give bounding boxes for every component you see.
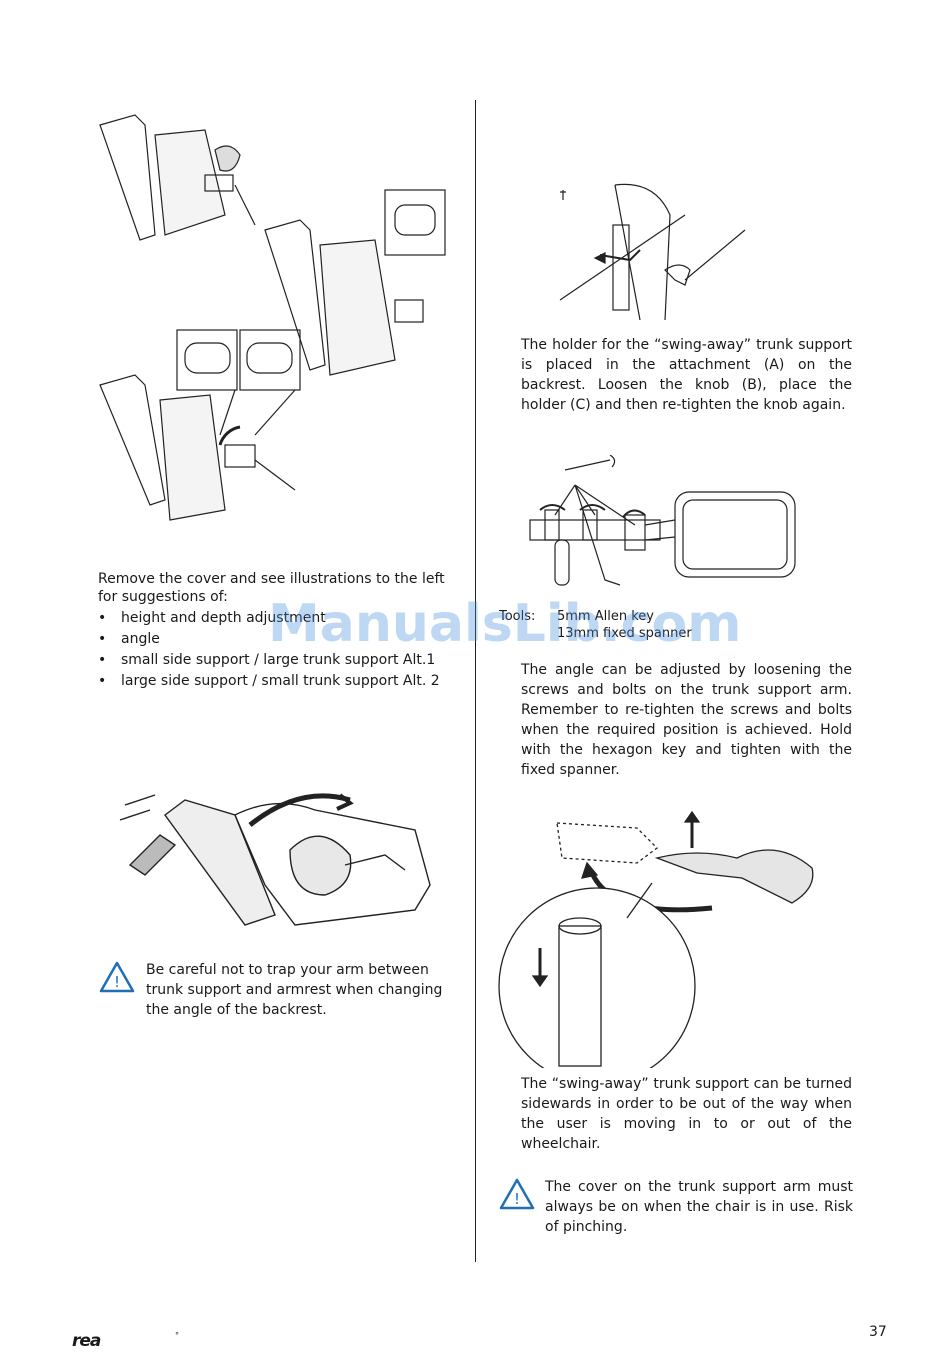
footer-mark: ° — [175, 1331, 179, 1340]
angle-text: The angle can be adjusted by loosening t… — [521, 662, 852, 778]
tools-list: Tools: 5mm Allen key 13mm fixed spanner — [499, 608, 692, 642]
warning-text: Be careful not to trap your arm between … — [146, 962, 443, 1018]
brand-logo: rea — [72, 1331, 101, 1351]
backrest-adjustment-illustration — [95, 105, 455, 525]
arm-trap-warning: ! Be careful not to trap your arm betwee… — [98, 960, 468, 1030]
list-item: small side support / large trunk support… — [98, 650, 468, 671]
list-item: large side support / small trunk support… — [98, 671, 468, 692]
page-number: 37 — [869, 1324, 887, 1340]
watermark: ManualsLib.com — [268, 594, 742, 654]
tools-label: Tools: — [499, 609, 536, 624]
swing-away-illustration — [497, 808, 827, 1068]
adjustment-list: height and depth adjustment angle small … — [98, 608, 468, 692]
holder-attachment-illustration — [555, 180, 755, 325]
angle-adjustment-illustration — [525, 455, 805, 595]
warning-triangle-icon: ! — [99, 961, 135, 993]
tool-item: 5mm Allen key — [557, 609, 654, 624]
holder-text: The holder for the “swing-away” trunk su… — [521, 337, 852, 413]
list-item: angle — [98, 629, 468, 650]
swing-away-text: The “swing-away” trunk support can be tu… — [521, 1076, 852, 1152]
warning-triangle-icon: ! — [499, 1178, 535, 1210]
reclined-user-illustration — [115, 775, 440, 935]
list-item: height and depth adjustment — [98, 608, 468, 629]
warning-text: The cover on the trunk support arm must … — [545, 1179, 853, 1235]
svg-text:!: ! — [114, 973, 120, 991]
cover-warning: ! The cover on the trunk support arm mus… — [498, 1177, 858, 1247]
svg-text:!: ! — [514, 1190, 520, 1208]
column-divider — [475, 100, 476, 1262]
tool-item: 13mm fixed spanner — [557, 626, 692, 641]
left-intro-text: Remove the cover and see illustrations t… — [98, 571, 445, 605]
